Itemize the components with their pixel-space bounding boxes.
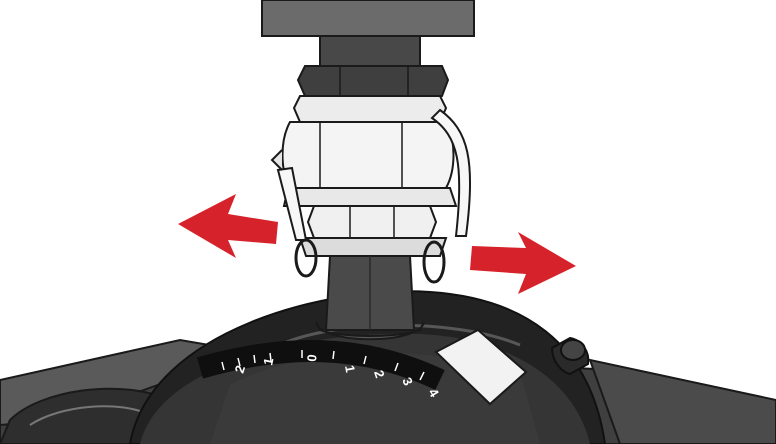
dial-tick-label: 0 xyxy=(304,354,320,363)
arrow-left-icon xyxy=(178,194,278,258)
dial-tick-marks xyxy=(221,350,425,381)
camlock-coupling xyxy=(270,95,472,284)
arrow-right-icon xyxy=(470,232,576,294)
upper-column xyxy=(261,0,475,97)
dial-tick-label: 1 xyxy=(342,364,358,374)
dial-tick-label: 2 xyxy=(371,368,388,380)
lower-shaft xyxy=(315,255,425,341)
label-panel xyxy=(434,328,528,406)
dial-tick-label: 1 xyxy=(260,356,276,366)
dial-tick-label: 2 xyxy=(232,363,249,375)
adjustment-knob xyxy=(550,336,590,376)
